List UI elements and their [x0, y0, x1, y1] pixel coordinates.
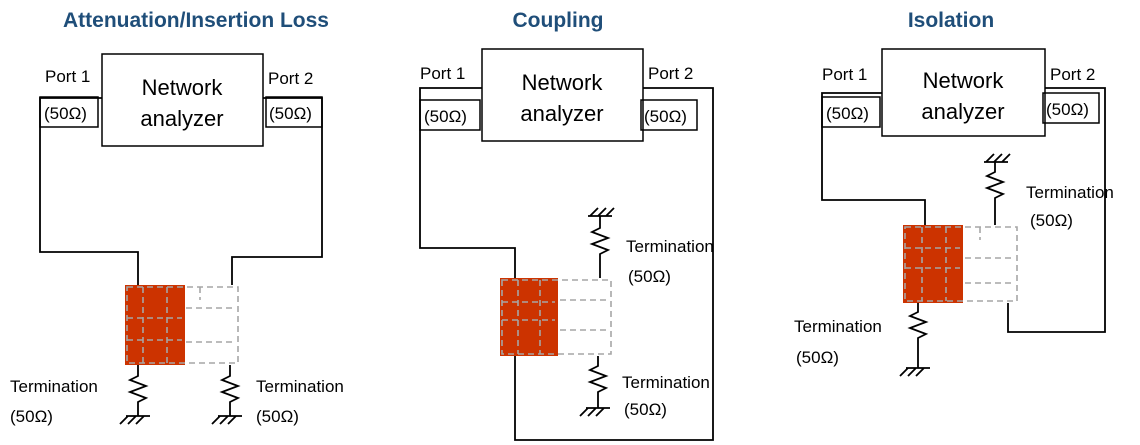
- termination-top-impedance: (50Ω): [1030, 211, 1073, 230]
- ground-top-icon: [588, 207, 615, 217]
- termination-left-label: Termination: [794, 317, 882, 336]
- dut-outline: [904, 226, 1018, 302]
- termination-left-impedance: (50Ω): [10, 407, 53, 426]
- dut-component: [500, 278, 613, 356]
- resistor-top: [984, 162, 1006, 225]
- resistor-bottom: [587, 356, 609, 408]
- wire-port1: [821, 92, 926, 225]
- dut-red-section: [125, 285, 185, 365]
- network-analyzer-box: [481, 48, 644, 142]
- analyzer-label-line1: Network: [923, 68, 1005, 93]
- analyzer-label-line2: analyzer: [921, 99, 1004, 124]
- network-analyzer-box: [881, 48, 1046, 137]
- dut-white-section: [558, 278, 613, 356]
- analyzer-label-line2: analyzer: [520, 101, 603, 126]
- panel-isolation: Isolation Network analyzer Port 1 Port 2…: [794, 9, 1114, 377]
- panel-coupling: Coupling Network analyzer Port 1 Port 2 …: [419, 9, 714, 441]
- port1-impedance: (50Ω): [826, 104, 869, 123]
- panel-title: Attenuation/Insertion Loss: [63, 9, 329, 32]
- port1-label: Port 1: [45, 67, 90, 86]
- dut-outline: [501, 279, 612, 355]
- dut-white-section: [963, 225, 1019, 303]
- analyzer-label-line1: Network: [522, 70, 604, 95]
- wire-port1: [39, 97, 139, 285]
- port2-label: Port 2: [268, 69, 313, 88]
- dut-white-section: [185, 285, 240, 365]
- panel-title: Coupling: [513, 9, 604, 32]
- dut-red-section: [500, 278, 558, 356]
- resistor-right: [219, 365, 241, 416]
- network-analyzer-box: [101, 53, 264, 147]
- analyzer-label-line2: analyzer: [140, 106, 223, 131]
- port2-label: Port 2: [1050, 65, 1095, 84]
- port1-impedance: (50Ω): [424, 107, 467, 126]
- port2-impedance-box: [1042, 92, 1100, 124]
- panel-attenuation: Attenuation/Insertion Loss Network analy…: [10, 9, 344, 426]
- dut-component: [125, 285, 240, 365]
- ground-bottom-icon: [579, 407, 610, 417]
- analyzer-label-line1: Network: [142, 75, 224, 100]
- port2-label: Port 2: [648, 64, 693, 83]
- resistor-left: [907, 303, 929, 368]
- port2-impedance: (50Ω): [269, 104, 312, 123]
- termination-right-impedance: (50Ω): [256, 407, 299, 426]
- termination-left-impedance: (50Ω): [796, 348, 839, 367]
- ground-left-icon: [119, 415, 150, 425]
- port2-impedance: (50Ω): [644, 107, 687, 126]
- port1-impedance: (50Ω): [44, 104, 87, 123]
- termination-top-label: Termination: [626, 237, 714, 256]
- wire-port1: [419, 87, 516, 278]
- dut-outline: [126, 286, 239, 364]
- termination-right-label: Termination: [256, 377, 344, 396]
- resistor-top: [589, 216, 611, 278]
- wire-port2: [1007, 87, 1106, 333]
- ground-top-icon: [984, 153, 1011, 163]
- port2-impedance: (50Ω): [1046, 100, 1089, 119]
- termination-bottom-impedance: (50Ω): [624, 400, 667, 419]
- resistor-left: [127, 365, 149, 416]
- wire-port2: [514, 87, 714, 441]
- port1-label: Port 1: [822, 65, 867, 84]
- dut-red-section: [903, 225, 963, 303]
- port1-label: Port 1: [420, 64, 465, 83]
- ground-left-icon: [899, 367, 930, 377]
- ground-right-icon: [211, 415, 242, 425]
- port2-impedance-box: [640, 99, 698, 131]
- panel-title: Isolation: [908, 9, 994, 32]
- wire-port2: [231, 97, 323, 285]
- termination-top-impedance: (50Ω): [628, 267, 671, 286]
- termination-bottom-label: Termination: [622, 373, 710, 392]
- termination-top-label: Termination: [1026, 183, 1114, 202]
- dut-component: [903, 225, 1019, 303]
- termination-left-label: Termination: [10, 377, 98, 396]
